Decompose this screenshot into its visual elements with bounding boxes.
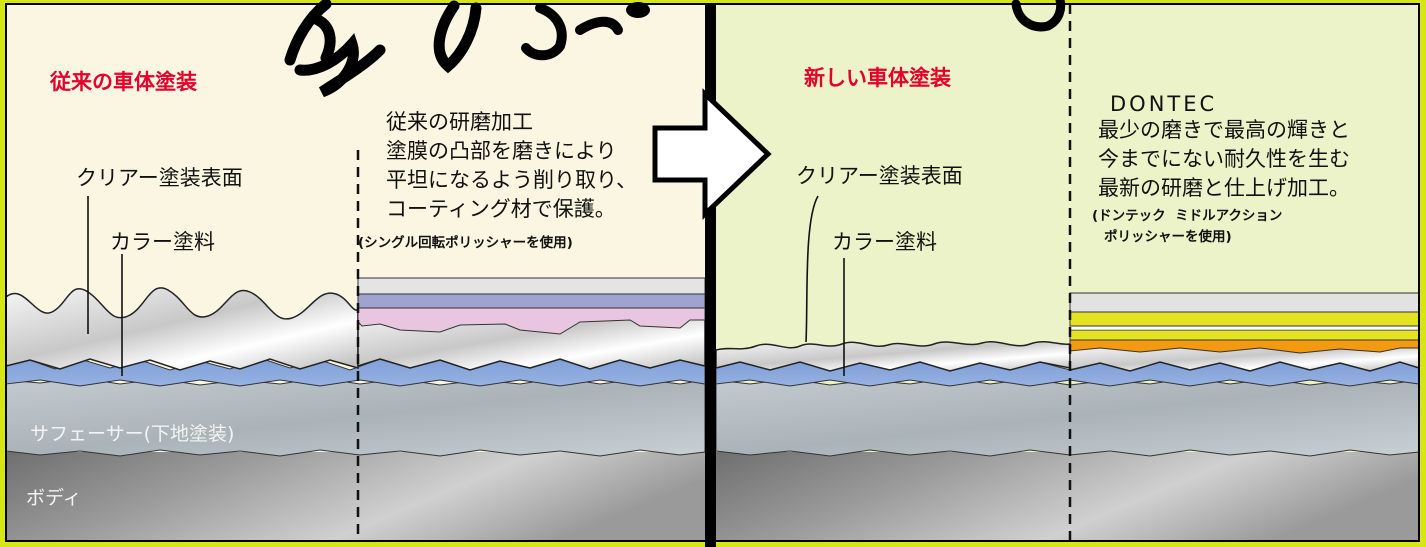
outer-frame [5, 3, 1420, 542]
left-clear-coat-label: クリアー塗装表面 [76, 166, 243, 190]
clear-coat-right-dontec [1069, 345, 1420, 372]
polish-coating-top [357, 277, 706, 295]
dontec-coating-top [1069, 292, 1420, 313]
clear-coat-right [715, 341, 1071, 372]
body-layer-left [6, 452, 705, 541]
body-layer-right [716, 452, 1419, 541]
dontec-yellow-layer-1 [1069, 311, 1420, 327]
dontec-line-3: 最新の研磨と仕上げ加工。 [1098, 176, 1350, 200]
polish-lavender-layer [357, 293, 706, 309]
clear-coat-left-unpolished [5, 287, 359, 371]
surfacer-label: サフェーサー(下地塗装) [30, 423, 235, 445]
surfacer-layer-right [715, 377, 1420, 457]
dontec-yellow-layer-2 [1069, 329, 1420, 341]
left-polishing-note: (シングル回転ポリッシャーを使用) [358, 235, 573, 251]
polishing-line-1: 従来の研磨加工 [386, 110, 533, 134]
headline-brush-lettering [284, 0, 1066, 98]
polishing-line-4: コーティング材で保護。 [386, 197, 616, 221]
dontec-line-2: 今までにない耐久性を生む [1098, 147, 1350, 171]
right-clear-coat-label: クリアー塗装表面 [796, 164, 963, 188]
dontec-white-band [1069, 325, 1420, 331]
polish-pink-layer [357, 307, 706, 335]
dontec-note-line-2: ポリッシャーを使用) [1104, 229, 1232, 245]
dontec-note-line-1: (ドンテック ミドルアクション [1092, 208, 1283, 224]
left-polishing-description: 従来の研磨加工 塗膜の凸部を磨きにより 平坦になるよう削り取り、 コーティング材… [386, 108, 637, 224]
right-arrow-icon [652, 88, 772, 220]
right-panel-title: 新しい車体塗装 [804, 66, 951, 90]
dontec-brand: DONTEC [1110, 92, 1218, 116]
clear-coat-leader-right [805, 195, 819, 343]
dontec-orange-layer [1069, 339, 1420, 354]
dontec-description: 最少の磨きで最高の輝きと 今までにない耐久性を生む 最新の研磨と仕上げ加工。 [1098, 116, 1350, 203]
left-color-paint-label: カラー塗料 [110, 230, 215, 254]
left-panel-title: 従来の車体塗装 [50, 70, 197, 94]
center-divider [705, 4, 716, 547]
polishing-line-3: 平坦になるよう削り取り、 [386, 168, 638, 192]
dontec-note: (ドンテック ミドルアクション ポリッシャーを使用) [1092, 206, 1282, 248]
body-label: ボディ [26, 487, 82, 509]
dontec-line-1: 最少の磨きで最高の輝きと [1098, 118, 1350, 142]
polishing-line-2: 塗膜の凸部を磨きにより [386, 139, 617, 163]
right-color-paint-label: カラー塗料 [832, 230, 937, 254]
